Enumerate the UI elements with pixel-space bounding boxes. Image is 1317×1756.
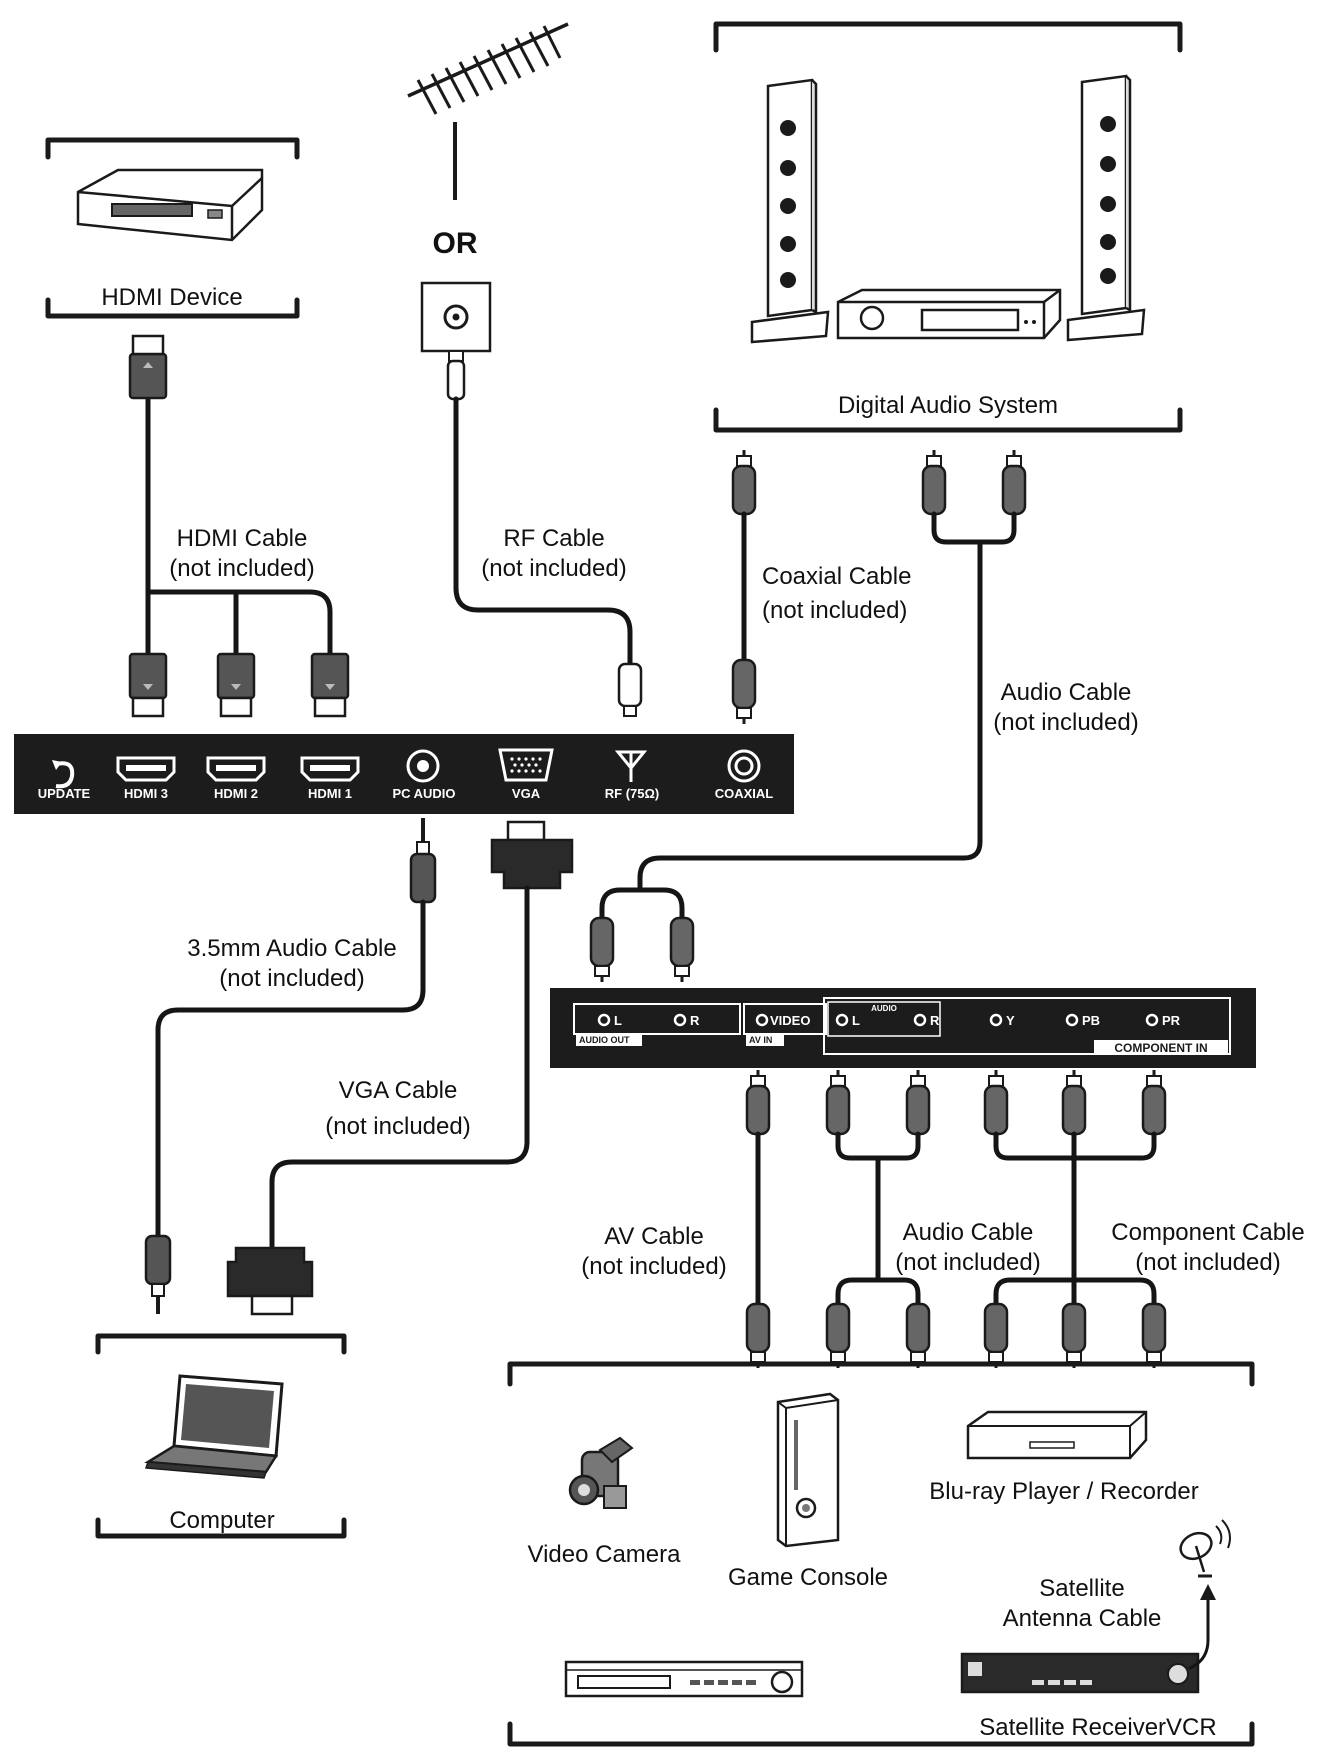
coaxial-cable-label-line1: Coaxial Cable <box>762 563 911 590</box>
digital-audio-system-label: Digital Audio System <box>838 392 1058 419</box>
av-devices-top-bracket <box>507 1361 1255 1387</box>
vga-cable <box>226 820 574 1316</box>
hdmi-device-bottom-bracket <box>45 297 300 319</box>
satellite-antenna-cable-label-line2: Antenna Cable <box>1003 1605 1162 1632</box>
audio-cable-top <box>589 448 1027 984</box>
av-r-label: R <box>930 1013 940 1028</box>
audio-receiver-icon <box>836 288 1062 340</box>
av-cable-label-line2: (not included) <box>581 1253 726 1280</box>
av-devices-bottom-bracket <box>507 1721 1255 1747</box>
rf-cable-label-line2: (not included) <box>481 555 626 582</box>
coaxial-cable <box>731 448 757 726</box>
av-in-tag: AV IN <box>749 1035 772 1045</box>
audio-out-tag: AUDIO OUT <box>579 1035 630 1045</box>
audio-tag: AUDIO <box>871 1004 897 1013</box>
pr-label: PR <box>1162 1013 1181 1028</box>
update-port-label: UPDATE <box>38 786 91 801</box>
computer-label: Computer <box>169 1507 274 1534</box>
satellite-dish-icon <box>1179 1519 1231 1578</box>
vga-port-label: VGA <box>512 786 541 801</box>
audio-35mm-cable-label-line2: (not included) <box>219 965 364 992</box>
vga-cable-label-line2: (not included) <box>325 1113 470 1140</box>
pb-label: PB <box>1082 1013 1100 1028</box>
audio-cable-bottom-label-line2: (not included) <box>895 1249 1040 1276</box>
hdmi-device-top-bracket <box>45 137 300 160</box>
video-label: VIDEO <box>770 1013 810 1028</box>
vcr-icon <box>564 1660 804 1698</box>
pc-audio-port-label: PC AUDIO <box>392 786 455 801</box>
hdmi-cable-label-line1: HDMI Cable <box>177 525 308 552</box>
laptop-icon <box>144 1374 284 1479</box>
y-label: Y <box>1006 1013 1015 1028</box>
audio-cable-bottom-label-line1: Audio Cable <box>903 1219 1034 1246</box>
hdmi-cable <box>128 334 350 718</box>
audio-cable-top-label-line1: Audio Cable <box>1001 679 1132 706</box>
hdmi1-port-icon <box>300 756 360 782</box>
antenna-icon <box>407 22 569 200</box>
hdmi-cable-label-line2: (not included) <box>169 555 314 582</box>
tv-side-panel: L R AUDIO OUT VIDEO AV IN AUDIO L R Y PB… <box>550 988 1256 1068</box>
audio-35mm-cable-label-line1: 3.5mm Audio Cable <box>187 935 396 962</box>
vga-port-icon <box>498 748 554 782</box>
video-camera-icon <box>568 1436 634 1509</box>
speaker-right-icon <box>1066 74 1146 342</box>
bluray-player-icon <box>966 1410 1148 1460</box>
coaxial-cable-label-line2: (not included) <box>762 597 907 624</box>
satellite-receiver-vcr-label: Satellite ReceiverVCR <box>979 1714 1216 1741</box>
component-cable-label-line2: (not included) <box>1135 1249 1280 1276</box>
satellite-cable <box>1188 1584 1216 1670</box>
component-cable <box>983 1068 1167 1370</box>
computer-top-bracket <box>95 1333 347 1355</box>
update-port-icon <box>52 760 75 789</box>
component-in-tag: COMPONENT IN <box>1114 1041 1207 1055</box>
audio-35mm-cable <box>144 818 437 1314</box>
hdmi3-port-label: HDMI 3 <box>124 786 168 801</box>
hdmi3-port-icon <box>116 756 176 782</box>
bluray-label: Blu-ray Player / Recorder <box>929 1478 1198 1505</box>
rf-port-icon <box>614 750 648 782</box>
hdmi2-port-label: HDMI 2 <box>214 786 258 801</box>
av-l-label: L <box>852 1013 860 1028</box>
hdmi1-port-label: HDMI 1 <box>308 786 352 801</box>
audio-cable-top-label-line2: (not included) <box>993 709 1138 736</box>
audio-out-r-label: R <box>690 1013 700 1028</box>
wall-jack-icon <box>420 281 492 353</box>
or-text: OR <box>433 227 478 260</box>
game-console-label: Game Console <box>728 1564 888 1591</box>
audio-out-l-label: L <box>614 1013 622 1028</box>
audio-system-top-bracket <box>713 21 1183 53</box>
hdmi-device-label: HDMI Device <box>101 284 242 311</box>
av-cable <box>745 1068 771 1370</box>
component-cable-label-line1: Component Cable <box>1111 1219 1304 1246</box>
video-camera-label: Video Camera <box>528 1541 682 1568</box>
rf-cable <box>446 350 643 717</box>
hdmi-device-icon <box>76 168 264 242</box>
audio-system-bottom-bracket <box>713 407 1183 433</box>
satellite-antenna-cable-label-line1: Satellite <box>1039 1575 1124 1602</box>
satellite-receiver-icon <box>960 1652 1200 1694</box>
hdmi2-port-icon <box>206 756 266 782</box>
vga-cable-label-line1: VGA Cable <box>339 1077 458 1104</box>
tv-top-panel: UPDATE HDMI 3 HDMI 2 HDMI 1 PC AUDIO <box>14 734 794 814</box>
rf-cable-label-line1: RF Cable <box>503 525 604 552</box>
audio-cable-bottom <box>825 1068 931 1370</box>
coaxial-port-icon <box>727 749 761 783</box>
av-cable-label-line1: AV Cable <box>604 1223 704 1250</box>
computer-bottom-bracket <box>95 1517 347 1539</box>
pc-audio-port-icon <box>406 749 440 783</box>
speaker-left-icon <box>750 78 830 344</box>
coaxial-port-label: COAXIAL <box>715 786 774 801</box>
rf-port-label: RF (75Ω) <box>605 786 659 801</box>
game-console-icon <box>776 1392 840 1548</box>
